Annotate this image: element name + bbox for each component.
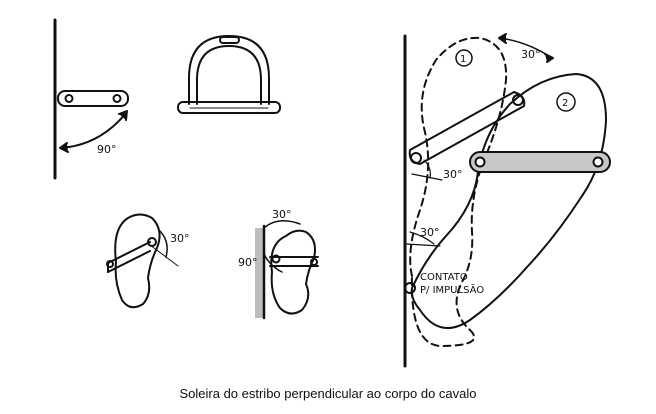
contact-label-line2: P/ IMPULSÃO <box>420 283 484 296</box>
contact-point <box>404 282 416 294</box>
angle-arc <box>60 112 127 149</box>
angle-label-30-mid: 30° <box>443 168 463 181</box>
panel-wall-foot: 30° 90° <box>238 208 319 320</box>
foot-rivet-end <box>310 258 318 266</box>
angle-arc <box>159 230 168 258</box>
position-2-label: 2 <box>562 98 568 109</box>
stirrup-strap <box>57 90 129 107</box>
angled-strap-rivet-top <box>512 94 524 106</box>
foot-outline <box>114 213 161 309</box>
position-2-marker <box>556 92 576 112</box>
panel-small-foot: 30° <box>106 213 190 309</box>
position-2-outline <box>410 73 607 329</box>
low-ref-line <box>405 243 441 247</box>
angle-label-30: 30° <box>170 232 190 245</box>
angle-arc-low <box>409 231 435 245</box>
panel-stirrup <box>177 35 281 114</box>
arrow-head-left <box>498 33 507 44</box>
position-1-outline <box>409 36 508 347</box>
angled-strap-rivet-bottom <box>410 152 422 164</box>
strap-rivet-right <box>112 94 122 103</box>
strap-rivet-left <box>64 94 74 103</box>
panel-wall-strap: 90° <box>53 18 129 180</box>
foot-strap-left <box>107 241 151 264</box>
wall-hatch <box>255 228 264 318</box>
angle-label-90: 90° <box>97 143 117 156</box>
foot-rivet <box>271 254 281 264</box>
horizontal-strap <box>469 151 611 173</box>
angle-arc-mid <box>423 159 431 179</box>
angle-arc-side <box>263 253 283 273</box>
contact-label-line1: CONTATO <box>420 272 468 283</box>
position-1-marker <box>455 49 473 67</box>
foot-outline <box>270 229 316 315</box>
ref-line <box>149 244 179 267</box>
stirrup-tread <box>177 101 281 114</box>
mid-ref-line <box>411 173 443 181</box>
angle-label-30: 30° <box>272 208 292 221</box>
stirrup-eye <box>219 36 240 44</box>
arrow-head-right <box>118 110 128 121</box>
stirrup-arch-inner <box>196 45 262 105</box>
angle-arc-top <box>263 220 301 229</box>
horizontal-strap-rivet-right <box>592 156 604 168</box>
angle-label-30-top: 30° <box>521 48 541 61</box>
panel-large: 1 2 30° 30° 30° CONTATO P/ IMPULSÃO <box>403 33 611 368</box>
foot-strap-right <box>107 250 151 273</box>
arrow-head-left <box>59 142 69 153</box>
angle-label-30-low: 30° <box>420 226 440 239</box>
angle-label-90: 90° <box>238 256 258 269</box>
position-1-label: 1 <box>460 54 466 65</box>
figure-caption: Soleira do estribo perpendicular ao corp… <box>179 386 477 401</box>
foot-rivet-bottom <box>106 260 114 268</box>
horizontal-strap-rivet-left <box>474 156 486 168</box>
arrow-head-right <box>544 53 554 63</box>
